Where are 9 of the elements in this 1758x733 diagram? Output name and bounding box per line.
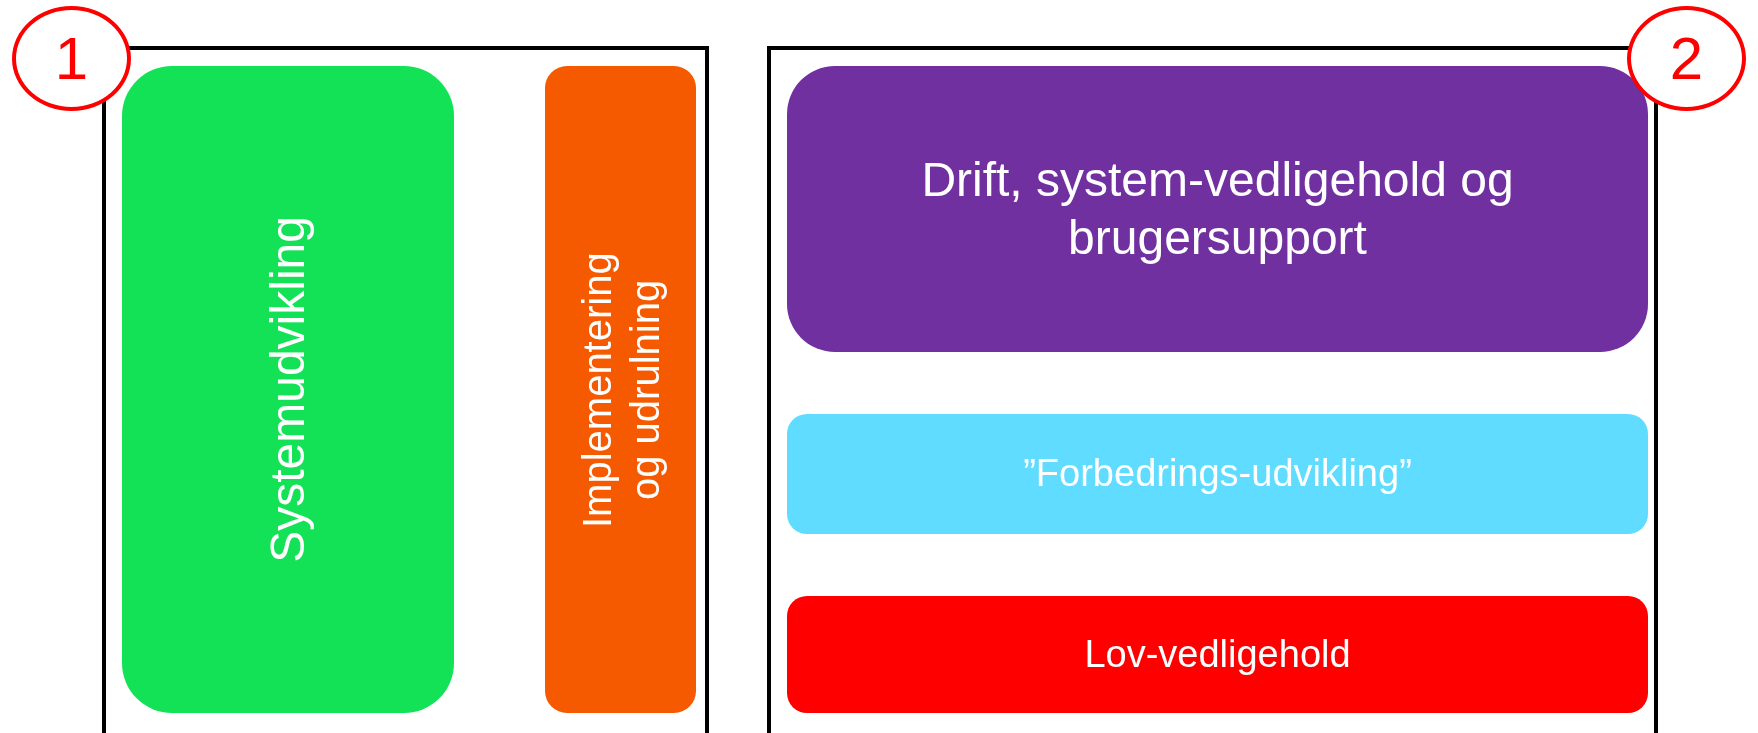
panel-frame [102, 46, 709, 733]
phase-box: Lov-vedligehold [787, 596, 1648, 713]
phase-box: ”Forbedrings-udvikling” [787, 414, 1648, 534]
panel-frame [767, 46, 1658, 733]
phase-box: Drift, system-vedligehold og brugersupport [787, 66, 1648, 352]
phase-box: Implementering og udrulning [545, 66, 696, 713]
number-circle: 1 [12, 6, 131, 111]
phase-box: Systemudvikling [122, 66, 454, 713]
number-circle: 2 [1627, 6, 1746, 111]
